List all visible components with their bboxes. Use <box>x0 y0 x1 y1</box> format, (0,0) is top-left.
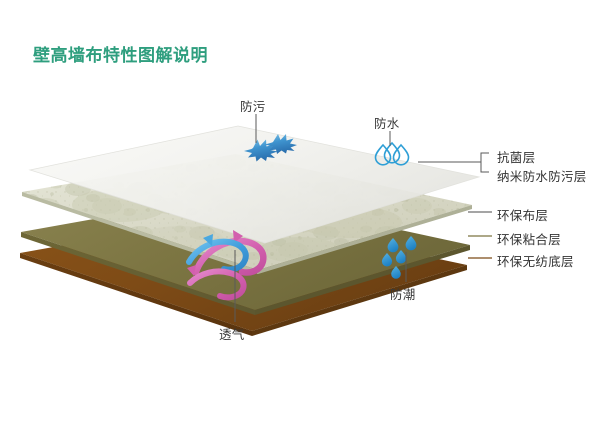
layer-label-antibacterial: 抗菌层 <box>497 151 536 165</box>
page-title: 壁高墙布特性图解说明 <box>33 46 208 65</box>
layer-label-nano-waterproof: 纳米防水防污层 <box>497 170 587 184</box>
airflow-arrows-icon <box>186 230 267 301</box>
callout-label-moistureproof: 防潮 <box>390 288 416 302</box>
callout-label-antifouling: 防污 <box>240 100 266 114</box>
layer-label-eco-adhesive: 环保粘合层 <box>497 233 562 247</box>
callout-label-waterproof: 防水 <box>374 117 400 131</box>
water-drop-filled-icon <box>381 236 417 279</box>
callout-label-breathable: 透气 <box>219 328 245 342</box>
layer-label-eco-fabric: 环保布层 <box>497 209 549 223</box>
water-drop-outline-icon <box>374 141 410 166</box>
leader-top-layers-bracket <box>418 152 489 173</box>
splash-icon <box>244 134 297 162</box>
layer-nano-film <box>28 125 481 244</box>
layer-label-eco-nonwoven-base: 环保无纺底层 <box>497 255 574 269</box>
